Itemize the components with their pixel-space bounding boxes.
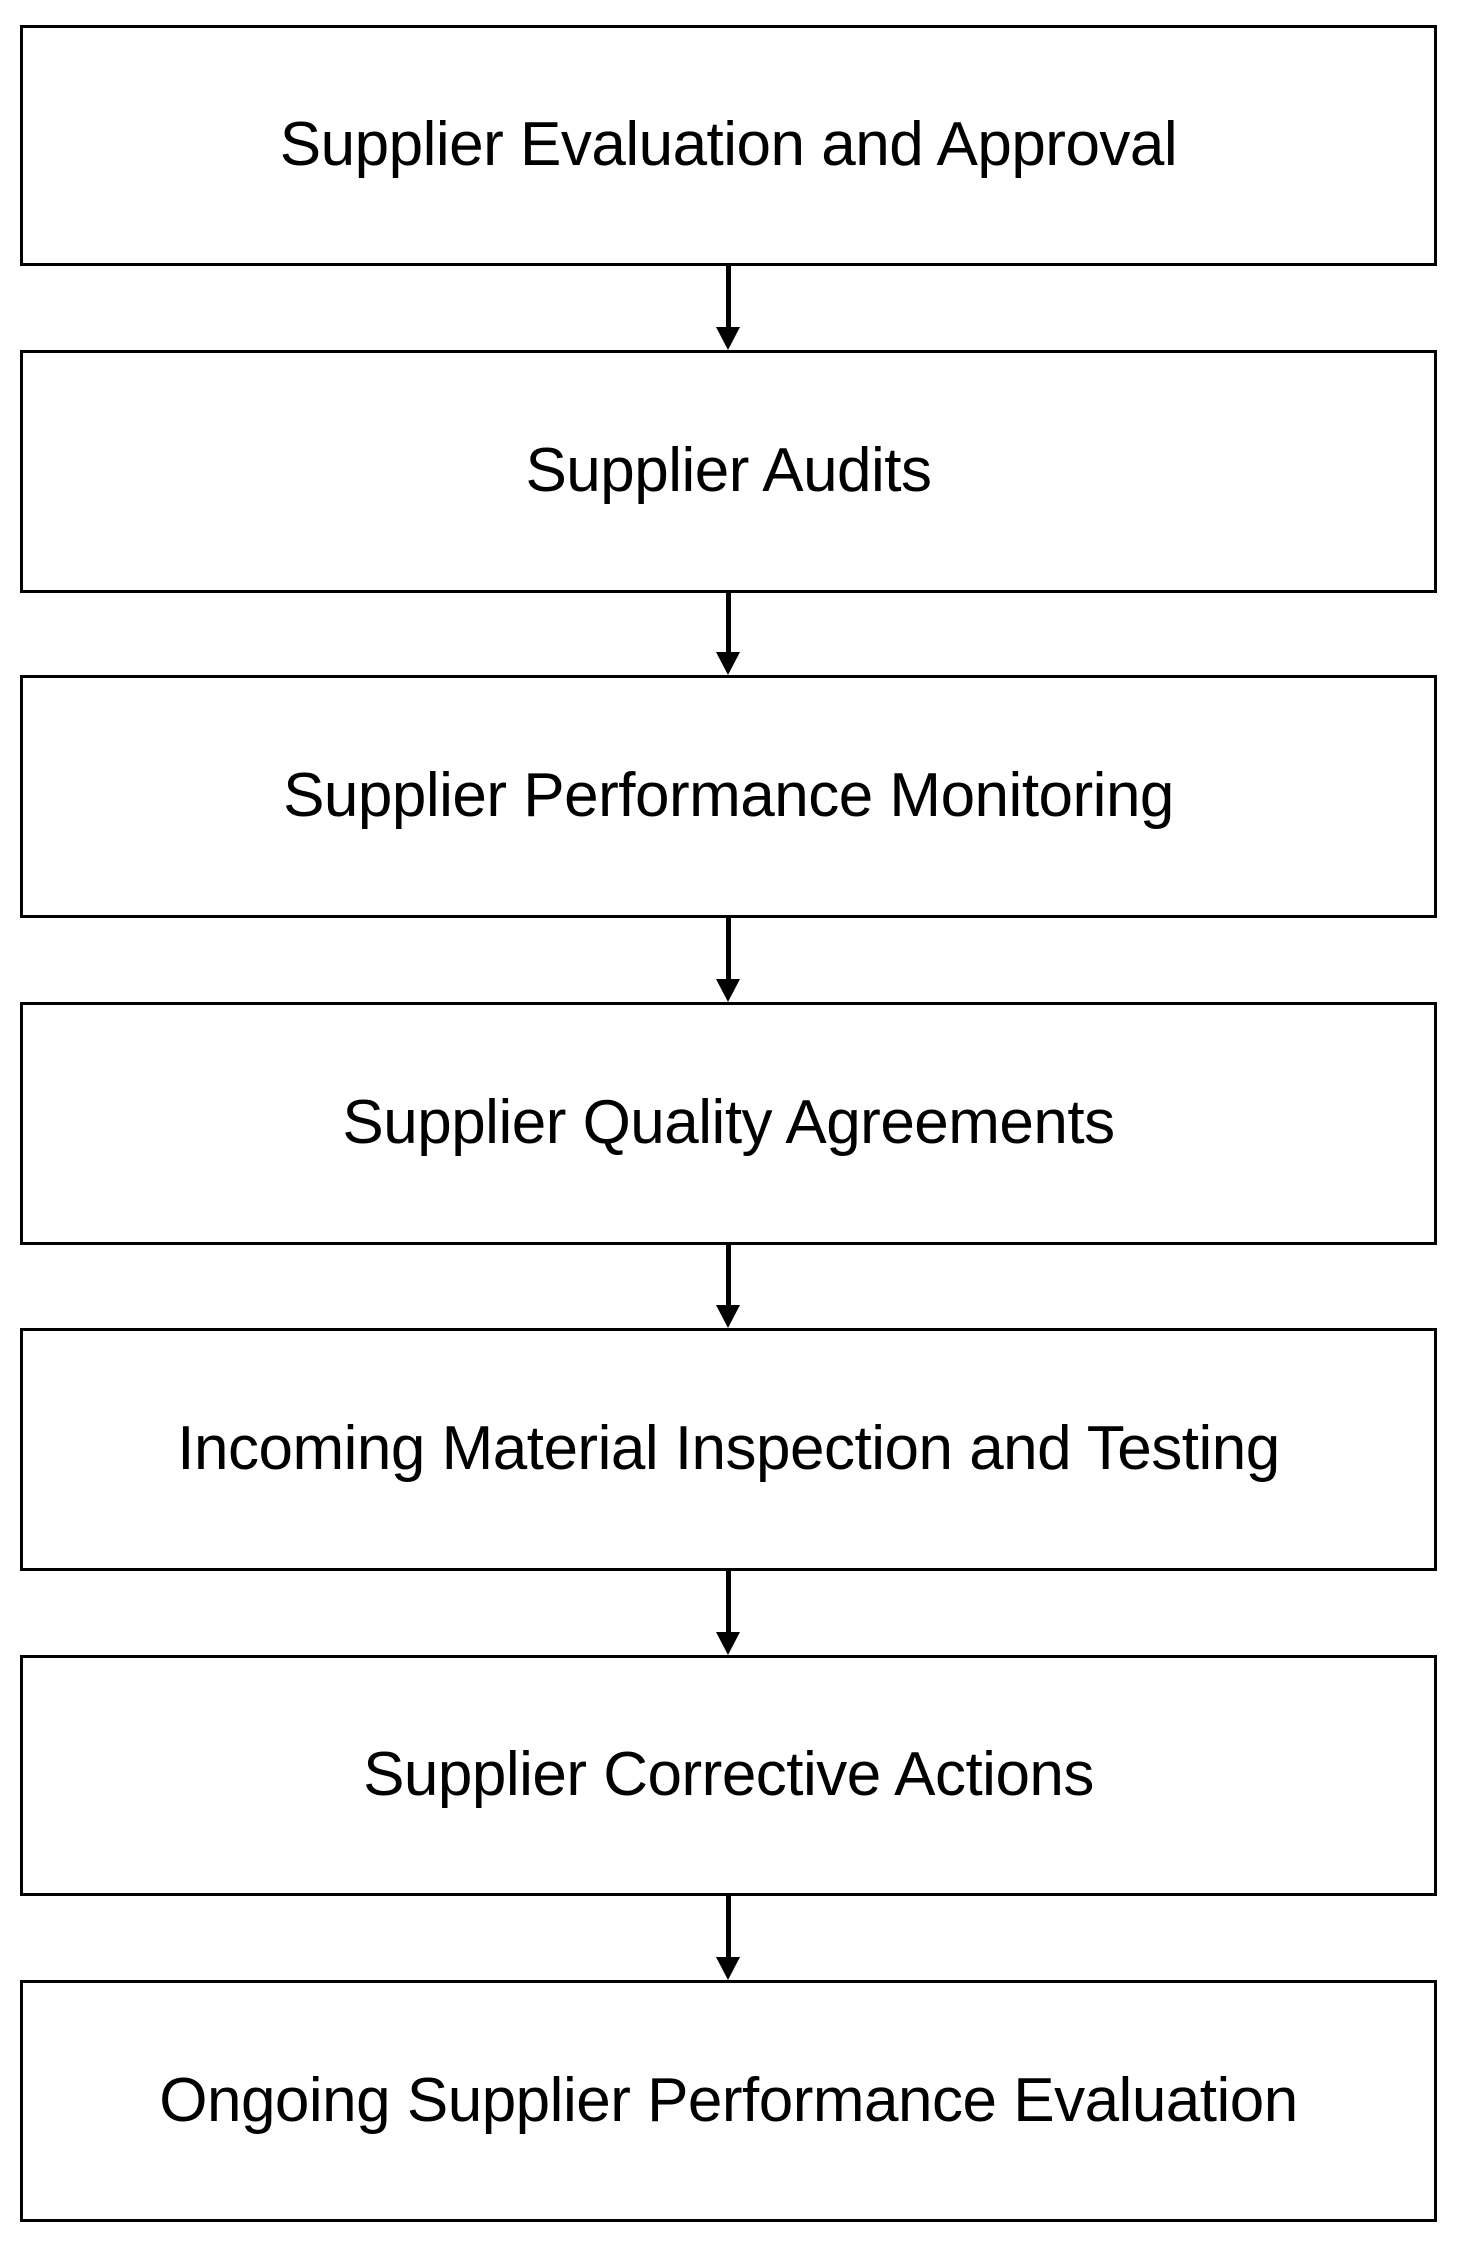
flowchart-node-supplier-evaluation-and-approval: Supplier Evaluation and Approval (20, 25, 1437, 266)
flowchart-node-ongoing-supplier-performance-evaluation: Ongoing Supplier Performance Evaluation (20, 1980, 1437, 2222)
flowchart-node-label: Ongoing Supplier Performance Evaluation (159, 2065, 1298, 2135)
flowchart-node-label: Supplier Performance Monitoring (283, 761, 1174, 831)
arrow-shaft (725, 1896, 731, 1957)
flowchart-arrow-2-to-3 (711, 593, 745, 675)
flowchart-node-label: Supplier Evaluation and Approval (279, 110, 1178, 180)
flowchart-node-supplier-corrective-actions: Supplier Corrective Actions (20, 1655, 1437, 1896)
flowchart-arrow-1-to-2 (711, 266, 745, 350)
arrow-shaft (725, 266, 731, 327)
arrow-head-down-icon (716, 979, 740, 1002)
flowchart-node-supplier-audits: Supplier Audits (20, 350, 1437, 593)
flowchart-arrow-3-to-4 (711, 918, 745, 1002)
flowchart-node-label: Supplier Audits (525, 436, 932, 506)
flowchart-arrow-5-to-6 (711, 1571, 745, 1655)
arrow-shaft (725, 1571, 731, 1632)
flowchart-node-label: Supplier Corrective Actions (363, 1740, 1094, 1810)
flowchart-node-label: Supplier Quality Agreements (342, 1088, 1115, 1158)
arrow-head-down-icon (716, 327, 740, 350)
flowchart-node-label: Incoming Material Inspection and Testing (177, 1414, 1280, 1484)
arrow-shaft (725, 918, 731, 979)
flowchart-node-supplier-quality-agreements: Supplier Quality Agreements (20, 1002, 1437, 1245)
arrow-head-down-icon (716, 1305, 740, 1328)
flowchart-arrow-6-to-7 (711, 1896, 745, 1980)
flowchart-node-supplier-performance-monitoring: Supplier Performance Monitoring (20, 675, 1437, 918)
arrow-head-down-icon (716, 1632, 740, 1655)
flowchart-arrow-4-to-5 (711, 1245, 745, 1328)
flowchart-node-incoming-material-inspection-and-testing: Incoming Material Inspection and Testing (20, 1328, 1437, 1571)
arrow-head-down-icon (716, 1957, 740, 1980)
arrow-shaft (725, 593, 731, 652)
arrow-shaft (725, 1245, 731, 1305)
arrow-head-down-icon (716, 652, 740, 675)
